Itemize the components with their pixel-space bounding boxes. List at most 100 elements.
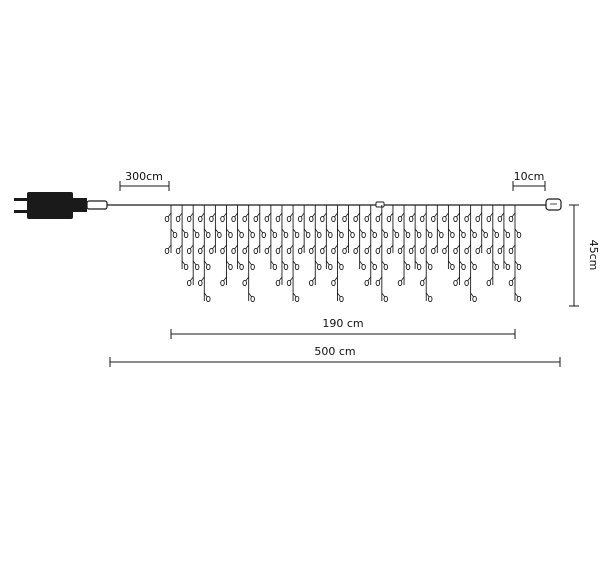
bulb-stem — [437, 228, 441, 234]
led-bulb-icon — [250, 263, 255, 271]
bulb-stem — [348, 228, 352, 234]
led-bulb-icon — [331, 247, 336, 255]
led-bulb-icon — [353, 247, 358, 255]
led-bulb-icon — [494, 263, 500, 271]
led-bulb-icon — [217, 231, 222, 239]
led-bulb-icon — [405, 231, 411, 239]
led-bulb-icon — [372, 263, 377, 271]
bulb-stem — [422, 244, 427, 250]
led-bulb-icon — [294, 295, 300, 303]
bulb-stem — [226, 228, 230, 234]
led-bulb-icon — [242, 215, 247, 223]
bulb-stem — [511, 212, 516, 218]
bulb-stem — [459, 228, 463, 234]
led-bulb-icon — [264, 215, 270, 223]
led-bulb-icon — [372, 231, 377, 239]
led-bulb-icon — [431, 247, 436, 255]
led-bulb-icon — [408, 247, 414, 255]
bulb-stem — [370, 228, 375, 234]
bulb-stem — [478, 212, 483, 218]
bulb-stem — [248, 260, 252, 266]
dimension-end: 10cm — [512, 170, 546, 191]
bulb-stem — [248, 292, 252, 298]
bulb-stem — [303, 228, 308, 234]
bulb-stem — [448, 260, 452, 266]
led-bulb-icon — [164, 247, 170, 255]
dimension-height: 45cm — [569, 204, 600, 307]
led-bulb-icon — [516, 295, 522, 303]
led-bulb-icon — [505, 263, 511, 271]
bulb-stem — [259, 228, 264, 234]
bulb-stem — [478, 244, 483, 250]
bulb-stem — [448, 228, 452, 234]
led-bulb-icon — [416, 263, 422, 271]
bulb-stem — [226, 260, 230, 266]
bulb-stem — [422, 276, 427, 282]
bulb-stem — [234, 212, 238, 218]
led-bulb-icon — [439, 231, 444, 239]
led-bulb-icon — [461, 263, 466, 271]
led-bulb-icon — [339, 295, 344, 303]
bulb-stem — [223, 212, 227, 218]
led-bulb-icon — [350, 231, 355, 239]
drop-height-label: 45cm — [587, 240, 600, 271]
led-bulb-icon — [486, 247, 492, 255]
bulb-stem — [178, 244, 183, 250]
led-bulb-icon — [475, 247, 480, 255]
bulb-stem — [278, 212, 283, 218]
bulb-stem — [311, 276, 316, 282]
bulb-stem — [178, 212, 183, 218]
bulb-stem — [200, 276, 205, 282]
bulb-stem — [456, 276, 460, 282]
bulb-stem — [411, 244, 416, 250]
led-bulb-icon — [194, 263, 200, 271]
led-bulb-icon — [331, 215, 336, 223]
led-bulb-icon — [220, 215, 225, 223]
led-bulb-icon — [353, 215, 358, 223]
bulb-stem — [281, 228, 286, 234]
led-bulb-icon — [508, 247, 514, 255]
led-bulb-icon — [220, 247, 225, 255]
led-bulb-icon — [309, 215, 314, 223]
bulb-stem — [223, 276, 227, 282]
bulb-stem — [189, 276, 194, 282]
bulb-stem — [456, 244, 460, 250]
bulb-stem — [270, 260, 275, 266]
led-bulb-icon — [375, 247, 381, 255]
bulb-stem — [292, 260, 297, 266]
bulb-stem — [434, 212, 438, 218]
led-bulb-icon — [228, 263, 233, 271]
bulb-stem — [337, 260, 341, 266]
total-length-label: 500 cm — [314, 345, 355, 358]
bulb-stem — [234, 244, 238, 250]
bulb-stem — [189, 212, 194, 218]
led-bulb-icon — [505, 231, 511, 239]
led-bulb-icon — [264, 247, 270, 255]
led-bulb-icon — [297, 247, 303, 255]
bulb-stem — [456, 212, 460, 218]
bulb-stem — [514, 292, 519, 298]
led-bulb-icon — [220, 279, 225, 287]
bulb-stem — [359, 260, 363, 266]
bulb-stem — [367, 244, 372, 250]
led-bulb-icon — [461, 231, 466, 239]
led-bulb-icon — [286, 247, 292, 255]
bulb-stem — [181, 228, 186, 234]
led-bulb-icon — [286, 215, 292, 223]
led-bulb-icon — [253, 247, 259, 255]
led-bulb-icon — [339, 231, 344, 239]
bulb-stem — [381, 228, 386, 234]
bulb-stem — [467, 212, 471, 218]
bulb-stem — [167, 244, 172, 250]
bulb-stem — [378, 244, 383, 250]
led-bulb-icon — [453, 279, 458, 287]
led-bulb-icon — [431, 215, 436, 223]
bulb-stem — [215, 228, 219, 234]
led-bulb-icon — [175, 247, 181, 255]
bulb-stem — [311, 212, 316, 218]
bulb-stem — [403, 228, 408, 234]
led-bulb-icon — [317, 263, 322, 271]
bulb-stem — [278, 276, 283, 282]
bulb-stem — [223, 244, 227, 250]
bulb-stem — [389, 244, 394, 250]
